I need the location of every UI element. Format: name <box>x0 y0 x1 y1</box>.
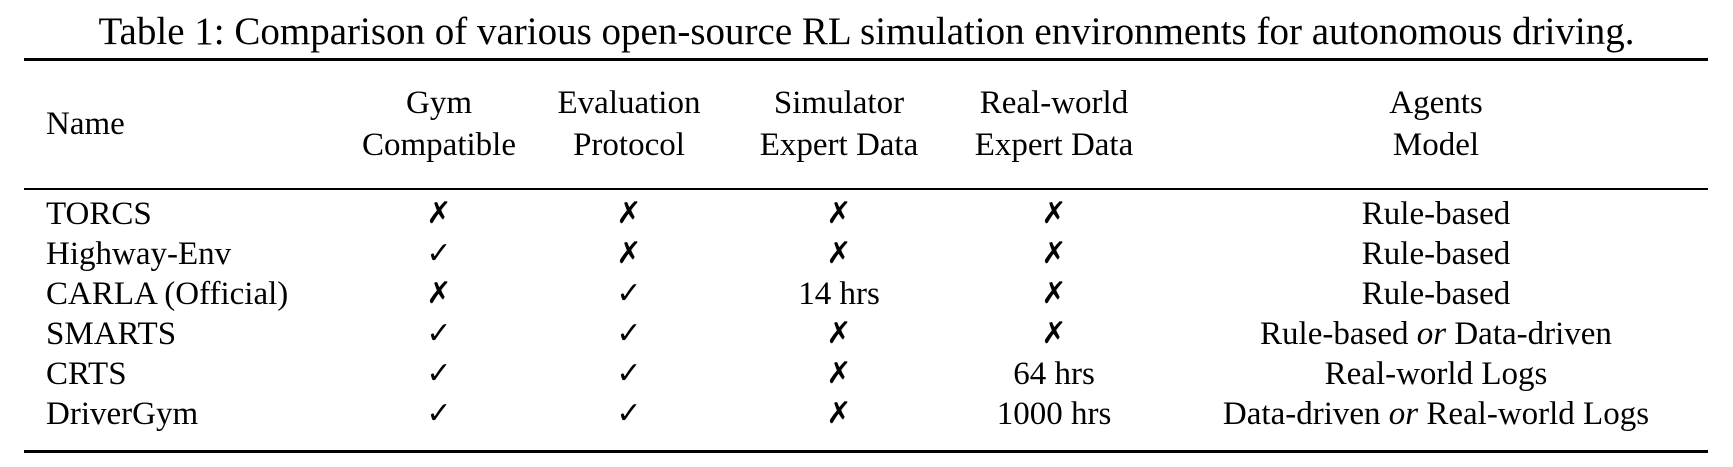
cell-real-world-expert-data: 1000 hrs <box>996 396 1112 432</box>
cell-gym-compatible: ✓ <box>426 356 452 391</box>
table-row: Highway-Env ✓ ✗ ✗ ✗ Rule-based <box>24 234 1708 274</box>
cell-simulator-expert-data: 14 hrs <box>798 276 880 312</box>
cell-agents-model: Data-driven or Real-world Logs <box>1222 396 1650 432</box>
header-gym-compatible: Gym Compatible <box>362 85 516 163</box>
cell-evaluation-protocol: ✓ <box>616 276 642 311</box>
table-header: Name Gym Compatible Evaluation Protocol … <box>24 58 1708 190</box>
table-caption: Table 1: Comparison of various open-sour… <box>98 10 1635 53</box>
cell-gym-compatible: ✗ <box>426 196 452 231</box>
table-row: TORCS ✗ ✗ ✗ ✗ Rule-based <box>24 190 1708 234</box>
cell-name: TORCS <box>46 196 152 232</box>
cell-simulator-expert-data: ✗ <box>826 196 852 231</box>
table-row: DriverGym ✓ ✓ ✗ 1000 hrs Data-driven or … <box>24 394 1708 434</box>
table-row: CRTS ✓ ✓ ✗ 64 hrs Real-world Logs <box>24 354 1708 394</box>
cell-simulator-expert-data: ✗ <box>826 396 852 431</box>
cell-gym-compatible: ✗ <box>426 276 452 311</box>
cell-name: SMARTS <box>46 316 177 352</box>
header-real-world-expert-data: Real-world Expert Data <box>974 85 1134 163</box>
cell-real-world-expert-data: 64 hrs <box>1013 356 1095 392</box>
table-header-rule <box>24 188 1708 190</box>
cell-real-world-expert-data: ✗ <box>1041 276 1067 311</box>
cell-agents-model: Rule-based <box>1361 276 1511 312</box>
cell-name: CARLA (Official) <box>46 276 289 312</box>
header-name: Name <box>46 106 125 142</box>
table-bottom-rule <box>24 450 1708 453</box>
cell-name: DriverGym <box>46 396 199 432</box>
cell-agents-model: Rule-based or Data-driven <box>1260 316 1612 352</box>
header-simulator-expert-data: Simulator Expert Data <box>759 85 919 163</box>
cell-evaluation-protocol: ✓ <box>616 356 642 391</box>
cell-gym-compatible: ✓ <box>426 236 452 271</box>
cell-simulator-expert-data: ✗ <box>826 316 852 351</box>
cell-evaluation-protocol: ✗ <box>616 196 642 231</box>
cell-evaluation-protocol: ✗ <box>616 236 642 271</box>
cell-simulator-expert-data: ✗ <box>826 236 852 271</box>
cell-agents-model: Real-world Logs <box>1324 356 1548 392</box>
cell-evaluation-protocol: ✓ <box>616 396 642 431</box>
table-row: SMARTS ✓ ✓ ✗ ✗ Rule-based or Data-driven <box>24 314 1708 354</box>
comparison-table: Name Gym Compatible Evaluation Protocol … <box>24 58 1708 434</box>
table-top-rule <box>24 58 1708 61</box>
cell-name: Highway-Env <box>46 236 232 272</box>
cell-agents-model: Rule-based <box>1361 236 1511 272</box>
cell-real-world-expert-data: ✗ <box>1041 236 1067 271</box>
header-row: Name Gym Compatible Evaluation Protocol … <box>24 58 1708 190</box>
table-row: CARLA (Official) ✗ ✓ 14 hrs ✗ Rule-based <box>24 274 1708 314</box>
cell-name: CRTS <box>46 356 127 392</box>
header-agents-model: Agents Model <box>1389 85 1483 163</box>
cell-gym-compatible: ✓ <box>426 316 452 351</box>
header-evaluation-protocol: Evaluation Protocol <box>557 85 701 163</box>
cell-gym-compatible: ✓ <box>426 396 452 431</box>
cell-real-world-expert-data: ✗ <box>1041 196 1067 231</box>
cell-real-world-expert-data: ✗ <box>1041 316 1067 351</box>
cell-agents-model: Rule-based <box>1361 196 1511 232</box>
cell-simulator-expert-data: ✗ <box>826 356 852 391</box>
table-body: TORCS ✗ ✗ ✗ ✗ Rule-based Highway-Env ✓ ✗… <box>24 190 1708 434</box>
cell-evaluation-protocol: ✓ <box>616 316 642 351</box>
